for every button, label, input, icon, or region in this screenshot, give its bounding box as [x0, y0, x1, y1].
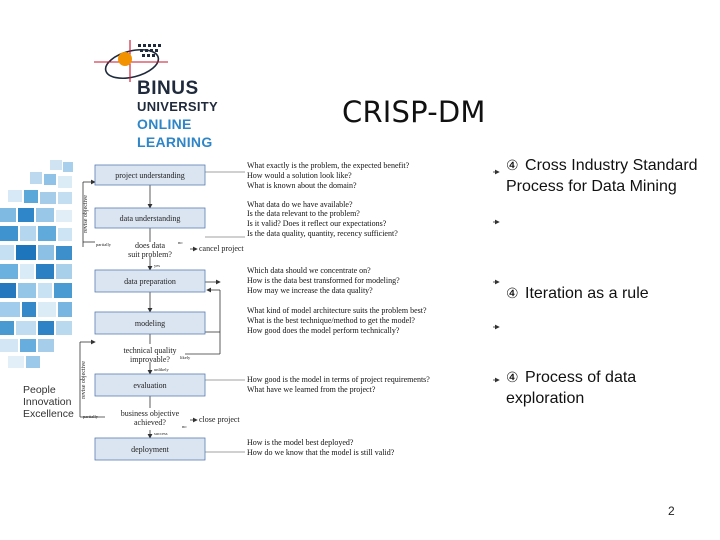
svg-text:data preparation: data preparation	[124, 277, 176, 286]
page-number: 2	[668, 504, 675, 518]
logo-online-text: ONLINE	[137, 116, 192, 132]
decision-business-objective-partially: partially	[83, 414, 99, 419]
question-3-1: Which data should we concentrate on?	[247, 266, 371, 275]
side-label-revise-objective-bottom: revise objective	[81, 361, 87, 399]
decision-technical-quality-line2: improvable?	[130, 355, 170, 364]
decision-data-suit-line2: suit problem?	[128, 250, 172, 259]
decorative-mosaic	[0, 160, 73, 368]
decision-business-objective-line1: business objective	[121, 409, 180, 418]
decision-data-suit-yes: yes	[154, 263, 160, 268]
tagline-people: People	[23, 384, 56, 396]
question-4-3: How good does the model perform technica…	[247, 326, 400, 335]
process-box-data-understanding: data understanding	[94, 207, 206, 229]
question-3-3: How may we increase the data quality?	[247, 286, 373, 295]
tagline-innovation: Innovation	[23, 396, 72, 408]
question-6-1: How is the model best deployed?	[247, 438, 354, 447]
question-1-3: What is known about the domain?	[247, 181, 357, 190]
decision-technical-quality-unlikely: unlikely	[154, 367, 169, 372]
svg-text:data understanding: data understanding	[120, 214, 181, 223]
decision-business-objective-success: success	[154, 431, 168, 436]
close-project-label: close project	[199, 415, 240, 424]
bullet-item: ④ Process of data exploration	[506, 367, 706, 409]
bullet-glyph: ④	[506, 285, 519, 301]
question-2-2: Is the data relevant to the problem?	[247, 209, 360, 218]
process-box-project-understanding: project understanding	[94, 164, 206, 186]
process-box-deployment: deployment	[94, 437, 206, 461]
crisp-dm-diagram: project understanding data understanding…	[79, 161, 500, 461]
bullet-glyph: ④	[506, 369, 519, 385]
svg-text:deployment: deployment	[131, 445, 170, 454]
decision-data-suit-line1: does data	[135, 241, 165, 250]
bullet-item: ④ Cross Industry Standard Process for Da…	[506, 155, 706, 197]
tagline-excellence: Excellence	[23, 408, 74, 420]
svg-text:modeling: modeling	[135, 319, 165, 328]
side-label-revise-objective-top: revise objective	[83, 195, 89, 233]
question-4-1: What kind of model architecture suits th…	[247, 306, 427, 315]
bullet-text: Process of data exploration	[506, 369, 637, 407]
logo-learning-text: LEARNING	[137, 134, 213, 150]
cancel-project-label: cancel project	[199, 244, 244, 253]
logo-binus-text: BINUS	[137, 78, 199, 99]
slide-title: CRISP-DM	[342, 95, 486, 129]
question-1-1: What exactly is the problem, the expecte…	[247, 161, 410, 170]
question-2-4: Is the data quality, quantity, recency s…	[247, 229, 398, 238]
bullet-text: Cross Industry Standard Process for Data…	[506, 157, 698, 195]
question-4-2: What is the best technique/method to get…	[247, 316, 415, 325]
question-1-2: How would a solution look like?	[247, 171, 352, 180]
process-box-data-preparation: data preparation	[94, 269, 206, 293]
svg-text:project understanding: project understanding	[115, 171, 185, 180]
decision-technical-quality-likely: likely	[180, 355, 191, 360]
svg-text:evaluation: evaluation	[133, 381, 166, 390]
question-3-2: How is the data best transformed for mod…	[247, 276, 400, 285]
decision-data-suit-partially: partially	[96, 242, 112, 247]
question-2-3: Is it valid? Does it reflect our expecta…	[247, 219, 387, 228]
decision-data-suit-no: no	[178, 240, 183, 245]
question-5-2: What have we learned from the project?	[247, 385, 376, 394]
question-6-2: How do we know that the model is still v…	[247, 448, 395, 457]
decision-business-objective-no: no	[182, 424, 187, 429]
question-5-1: How good is the model in terms of projec…	[247, 375, 430, 384]
decision-technical-quality-line1: technical quality	[123, 346, 176, 355]
process-box-modeling: modeling	[94, 311, 206, 335]
logo-university-text: UNIVERSITY	[137, 99, 219, 114]
question-2-1: What data do we have available?	[247, 200, 353, 209]
process-box-evaluation: evaluation	[94, 373, 206, 397]
binus-logo-emblem	[94, 40, 168, 82]
decision-business-objective-line2: achieved?	[134, 418, 166, 427]
bullet-text: Iteration as a rule	[525, 285, 649, 302]
bullet-item: ④ Iteration as a rule	[506, 283, 706, 304]
bullet-glyph: ④	[506, 157, 519, 173]
